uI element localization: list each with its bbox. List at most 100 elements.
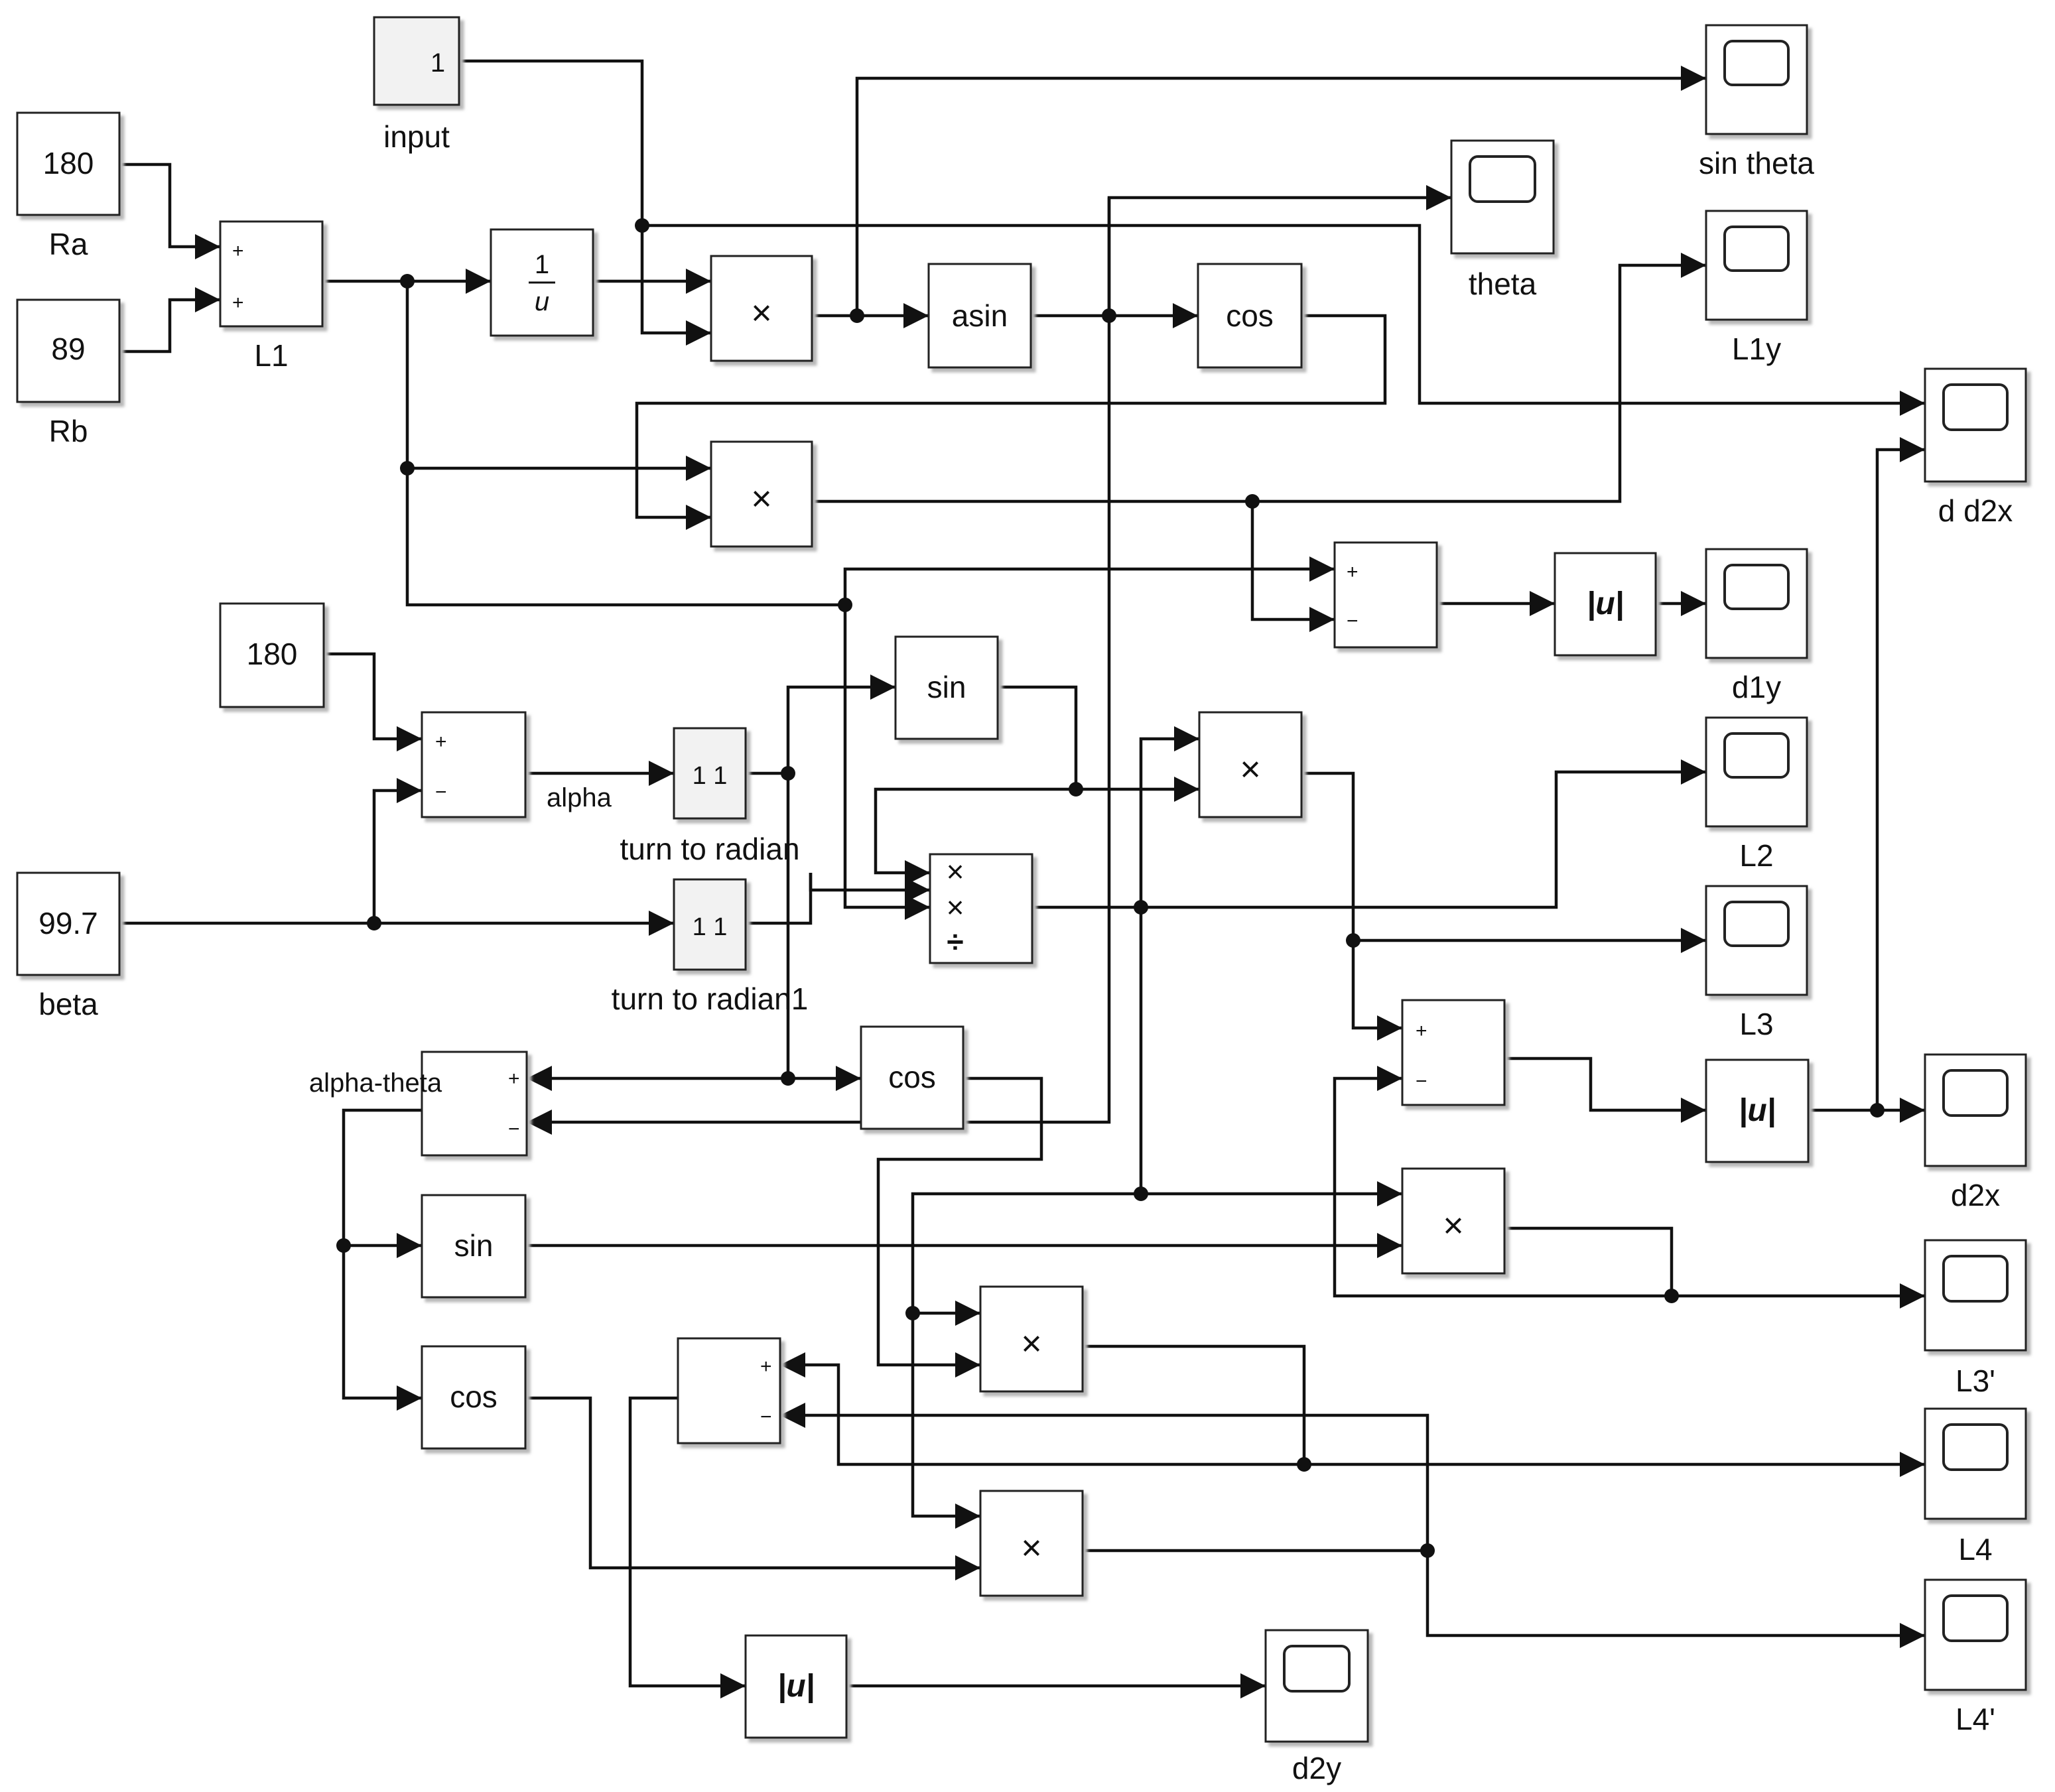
scope-d1y[interactable]: [1705, 548, 1808, 659]
scope-sin-theta[interactable]: [1705, 24, 1808, 135]
rb-value: 89: [51, 332, 85, 366]
scope-d2y-label: d2y: [1292, 1751, 1341, 1785]
alpha-sum-sign-2: −: [435, 781, 447, 803]
reciprocal-numerator: 1: [535, 250, 549, 279]
scope-l3[interactable]: [1705, 885, 1808, 996]
product-l4-prime-symbol: ×: [1021, 1528, 1042, 1568]
rb-label: Rb: [49, 414, 88, 448]
scope-l4-prime-label: L4': [1956, 1702, 1995, 1736]
scope-l1y-label: L1y: [1732, 332, 1781, 366]
scope-theta[interactable]: [1450, 139, 1555, 255]
d2y-sum-block[interactable]: + −: [677, 1337, 781, 1444]
scope-d-d2x-label: d d2x: [1938, 493, 2013, 528]
product-block-1[interactable]: ×: [710, 255, 813, 362]
beta-constant-block[interactable]: 99.7: [16, 871, 121, 976]
cos-theta-text: cos: [1226, 298, 1274, 333]
scope-d2x-label: d2x: [1951, 1178, 2000, 1212]
product-1-symbol: ×: [751, 293, 772, 333]
scope-d2x[interactable]: [1924, 1053, 2027, 1167]
alpha-signal-label: alpha: [547, 783, 612, 812]
ra-constant-block[interactable]: 180: [16, 111, 121, 216]
product-divide-sign-3: ÷: [947, 925, 963, 959]
abs-block-d1y[interactable]: |u|: [1554, 552, 1657, 657]
sin-alpha-text: sin: [927, 670, 966, 704]
abs-block-d2y[interactable]: |u|: [744, 1634, 848, 1739]
d2x-sum-sign-1: +: [1416, 1020, 1427, 1042]
turn-to-radian1-text: 1 1: [693, 913, 728, 941]
abs-d1y-text: |u|: [1587, 586, 1624, 621]
alpha-sum-block[interactable]: + −: [421, 711, 527, 818]
alpha-theta-label: alpha-theta: [309, 1068, 442, 1098]
scope-sin-theta-label: sin theta: [1699, 146, 1814, 180]
signal-lines: [119, 59, 1925, 1698]
alpha-theta-sum-block[interactable]: + −: [421, 1051, 528, 1157]
cos-alpha-text: cos: [888, 1060, 936, 1094]
cos-alpha-theta-block[interactable]: cos: [421, 1345, 527, 1450]
product-l3-symbol: ×: [1240, 749, 1261, 789]
l1-sign-2: +: [232, 292, 244, 314]
turn-to-radian-label: turn to radian: [620, 832, 799, 866]
product-block-2[interactable]: ×: [710, 440, 813, 548]
d1y-sum-block[interactable]: + −: [1333, 541, 1438, 649]
cos-theta-block[interactable]: cos: [1197, 263, 1303, 369]
cos-alpha-theta-text: cos: [450, 1379, 497, 1414]
d1y-sum-sign-2: −: [1347, 610, 1359, 632]
scope-d1y-label: d1y: [1732, 670, 1781, 704]
input-label: input: [383, 119, 450, 154]
turn-to-radian-text: 1 1: [693, 762, 728, 790]
l1-sum-block[interactable]: + +: [219, 220, 324, 328]
product-divide-block[interactable]: × × ÷: [929, 853, 1033, 964]
junction-dots: [336, 218, 1885, 1558]
sin-alpha-block[interactable]: sin: [894, 635, 999, 740]
alpha-theta-sign-2: −: [508, 1118, 520, 1140]
product-block-l4-prime[interactable]: ×: [979, 1490, 1084, 1597]
product-divide-sign-1: ×: [947, 854, 964, 889]
ra-value: 180: [43, 146, 94, 180]
sin-alpha-theta-block[interactable]: sin: [421, 1194, 527, 1299]
cos-alpha-block[interactable]: cos: [860, 1025, 964, 1130]
turn-to-radian1-label: turn to radian1: [612, 982, 809, 1016]
abs-block-d2x[interactable]: |u|: [1705, 1058, 1810, 1163]
rb-constant-block[interactable]: 89: [16, 298, 121, 403]
asin-block[interactable]: asin: [927, 263, 1032, 369]
asin-text: asin: [952, 298, 1008, 333]
d1y-sum-sign-1: +: [1347, 561, 1359, 583]
d2y-sum-sign-1: +: [760, 1356, 772, 1377]
constant-180-block[interactable]: 180: [219, 602, 325, 708]
scope-d2y[interactable]: [1264, 1629, 1369, 1743]
blocks: 1 input 180 Ra 89 Rb + + L1 1 u: [16, 16, 1810, 1739]
product-l4-symbol: ×: [1021, 1324, 1042, 1364]
abs-d2x-text: |u|: [1739, 1093, 1776, 1128]
input-step-block[interactable]: 1: [373, 16, 460, 106]
scope-l2[interactable]: [1705, 716, 1808, 828]
alpha-sum-sign-1: +: [435, 731, 447, 753]
reciprocal-block[interactable]: 1 u: [490, 228, 594, 337]
ra-label: Ra: [49, 227, 88, 261]
input-value: 1: [431, 48, 445, 78]
product-l3-prime-symbol: ×: [1443, 1206, 1464, 1246]
d2x-sum-block[interactable]: + −: [1401, 999, 1506, 1106]
scope-l1y[interactable]: [1705, 210, 1808, 321]
scope-d-d2x[interactable]: [1924, 367, 2027, 483]
scope-l4-label: L4: [1958, 1532, 1992, 1567]
d2x-sum-sign-2: −: [1416, 1070, 1427, 1092]
scope-l3-prime-label: L3': [1956, 1364, 1995, 1398]
turn-to-radian-block[interactable]: 1 1: [673, 727, 747, 820]
product-block-l3-prime[interactable]: ×: [1401, 1167, 1506, 1275]
constant-180-value: 180: [247, 637, 298, 671]
abs-d2y-text: |u|: [777, 1669, 815, 1704]
scope-theta-label: theta: [1469, 267, 1537, 301]
product-block-l3[interactable]: ×: [1198, 711, 1303, 818]
scope-l4-prime[interactable]: [1924, 1578, 2027, 1691]
product-block-l4[interactable]: ×: [979, 1285, 1084, 1393]
beta-label: beta: [38, 987, 98, 1021]
l1-sign-1: +: [232, 240, 244, 262]
sin-alpha-theta-text: sin: [454, 1228, 494, 1263]
scope-l4[interactable]: [1924, 1407, 2027, 1520]
scope-l3-prime[interactable]: [1924, 1239, 2027, 1352]
product-2-symbol: ×: [751, 479, 772, 519]
beta-value: 99.7: [38, 906, 98, 940]
turn-to-radian1-block[interactable]: 1 1: [673, 878, 747, 971]
alpha-theta-sign-1: +: [508, 1068, 520, 1090]
